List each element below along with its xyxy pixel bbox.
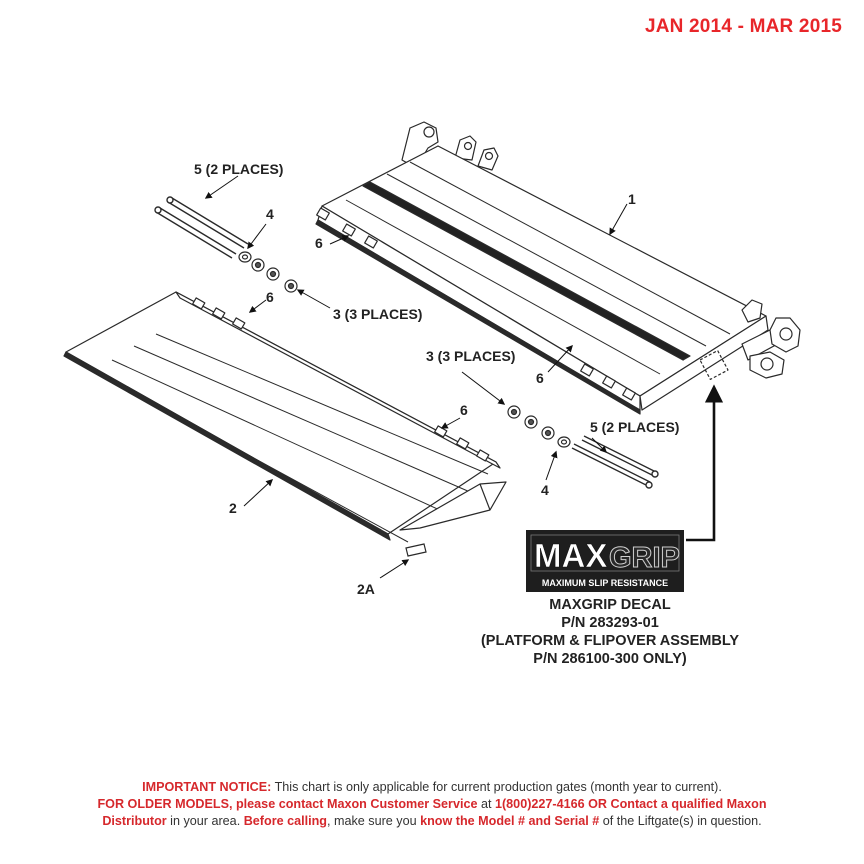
notice-text-5: of the Liftgate(s) in question.	[599, 814, 762, 828]
notice-text-2: at	[477, 797, 495, 811]
callout-6-platform-left: 6	[315, 235, 323, 251]
notice-before-calling: Before calling	[243, 814, 327, 828]
notice-phone: 1(800)227-4166 OR Contact a qualified Ma…	[494, 797, 767, 811]
callout-labels: 1 2 2A 3 (3 PLACES) 3 (3 PLACES) 4 4 5 (…	[194, 161, 679, 597]
bushings-upper	[238, 251, 298, 293]
notice-model-serial: know the Model # and Serial #	[420, 814, 600, 828]
notice-heading: IMPORTANT NOTICE:	[142, 780, 272, 794]
decal-location-outline	[699, 349, 729, 381]
callout-1: 1	[628, 191, 636, 207]
decal-part-info: MAXGRIP DECAL P/N 283293-01 (PLATFORM & …	[470, 596, 750, 668]
callout-3-upper: 3 (3 PLACES)	[333, 306, 422, 322]
callout-6-flipover-lower: 6	[460, 402, 468, 418]
notice-line-1: IMPORTANT NOTICE: This chart is only app…	[40, 779, 824, 796]
notice-line-2: FOR OLDER MODELS, please contact Maxon C…	[40, 796, 824, 813]
notice-line-3: Distributor in your area. Before calling…	[40, 813, 824, 830]
flipover-hinge-knuckles	[192, 297, 490, 462]
hinge-pins-lower	[571, 435, 659, 489]
callout-4-upper: 4	[266, 206, 274, 222]
callout-2: 2	[229, 500, 237, 516]
bushings-lower	[507, 405, 571, 448]
important-notice: IMPORTANT NOTICE: This chart is only app…	[40, 779, 824, 830]
platform-hinge-knuckles	[316, 207, 636, 401]
flipover-ramp-wedge	[399, 481, 507, 531]
decal-assembly-part-number: P/N 286100-300 ONLY)	[533, 651, 687, 667]
callout-5-upper: 5 (2 PLACES)	[194, 161, 283, 177]
notice-text-3: in your area.	[166, 814, 244, 828]
platform-hinge-brackets-right	[741, 299, 801, 379]
leader-lines	[204, 175, 724, 579]
notice-text-1: This chart is only applicable for curren…	[271, 780, 722, 794]
maxgrip-logo-tagline: MAXIMUM SLIP RESISTANCE	[542, 578, 668, 588]
callout-2a: 2A	[357, 581, 375, 597]
callout-6-flipover-upper: 6	[266, 289, 274, 305]
callout-3-lower: 3 (3 PLACES)	[426, 348, 515, 364]
hinge-pins-upper	[154, 196, 249, 259]
decal-part-number: P/N 283293-01	[561, 615, 659, 631]
platform-hinge-brackets-top	[401, 121, 499, 171]
flipover-deck	[65, 291, 497, 535]
notice-older-models: FOR OLDER MODELS, please contact Maxon C…	[97, 797, 478, 811]
notice-distributor: Distributor	[102, 814, 167, 828]
date-range-label: JAN 2014 - MAR 2015	[644, 16, 842, 37]
callout-4-lower: 4	[541, 482, 549, 498]
callout-6-platform-right: 6	[536, 370, 544, 386]
maxgrip-logo-grip: GRIP	[609, 542, 680, 574]
platform-assembly	[315, 121, 801, 415]
maxgrip-logo-max: MAX	[534, 537, 607, 574]
decal-title: MAXGRIP DECAL	[549, 597, 671, 613]
decal-applicability: (PLATFORM & FLIPOVER ASSEMBLY	[480, 633, 740, 649]
flipover-assembly	[63, 291, 507, 543]
maxgrip-logo: MAX GRIP MAXIMUM SLIP RESISTANCE	[526, 530, 684, 592]
part-2a-plate	[405, 543, 427, 557]
callout-5-lower: 5 (2 PLACES)	[590, 419, 679, 435]
notice-text-4: , make sure you	[326, 814, 421, 828]
